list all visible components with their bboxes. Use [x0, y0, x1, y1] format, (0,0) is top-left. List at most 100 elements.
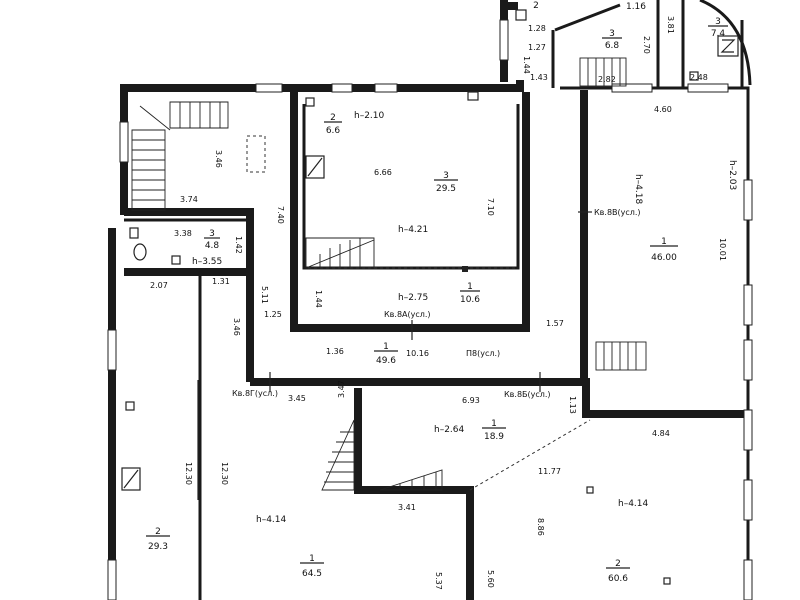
room-1-area-mid: 10.6: [460, 295, 480, 305]
dimension-label: 2.48: [690, 73, 708, 82]
height-label: h–4.14: [256, 515, 287, 525]
wall-central-block: [290, 92, 530, 332]
room-labels: 2 1.16 3 6.8 3 7.4 2 6.6 3 29.5 3 4.8 1 …: [146, 1, 728, 584]
room-3-number-a: 3: [609, 29, 615, 39]
dimension-label: 1.44: [522, 56, 531, 74]
dimension-label: 10.01: [718, 238, 727, 261]
height-label: h–2.75: [398, 293, 428, 303]
height-label: h–4.14: [618, 499, 649, 509]
unit-label-kv8b: Кв.8Б(усл.): [504, 390, 551, 399]
window-15: [499, 19, 509, 61]
window-5: [107, 329, 117, 371]
window-13: [611, 83, 653, 93]
room-2-number-a: 2: [330, 113, 336, 123]
stair-top-tower: [579, 57, 627, 87]
height-label: h–4.18: [633, 174, 643, 205]
window-2: [331, 83, 353, 93]
room-2-area-a: 6.6: [326, 126, 341, 136]
dimension-label: 1.36: [326, 347, 344, 356]
height-label: h–4.21: [398, 225, 428, 235]
room-1-number-hall: 1: [383, 342, 389, 352]
dimension-label: 5.11: [260, 286, 269, 304]
dimension-label: 4.84: [652, 429, 670, 438]
room-top-dim: 1.16: [626, 2, 646, 12]
dimension-label: 2.07: [150, 281, 168, 290]
sink: [129, 227, 139, 239]
room-1-area-center: 18.9: [484, 432, 504, 442]
height-labels: h–2.10 h–4.21 h–4.18 h–2.03 h–3.55 h–2.7…: [192, 111, 737, 525]
wall-hall-bottom-right: [354, 378, 748, 418]
dimension-label: 3.74: [180, 195, 198, 204]
dimension-label: 2.82: [598, 75, 616, 84]
dimension-label: 1.57: [546, 319, 564, 328]
electric-panel-2: [121, 467, 141, 491]
room-2-area-left: 29.3: [148, 542, 168, 552]
dashed-line-diag: [469, 419, 591, 491]
dimension-label: 1.25: [264, 310, 282, 319]
wall-tower-inner: [551, 0, 744, 88]
dimension-label: 6.66: [374, 168, 392, 177]
unit-label-kv8v: Кв.8В(усл.): [594, 208, 641, 217]
window-10: [743, 409, 753, 451]
unit-label-kv8g: Кв.8Г(усл.): [232, 389, 278, 398]
room-wc-area: 4.8: [205, 241, 220, 251]
wall-left-stair-right: [124, 208, 254, 382]
window-7: [743, 179, 753, 221]
height-label: h–2.10: [354, 111, 385, 121]
dimension-label: 5.37: [434, 572, 443, 590]
dimension-label: 3.41: [398, 503, 416, 512]
dimension-label: 1.42: [234, 236, 243, 254]
dimension-label: 5.60: [486, 570, 495, 588]
dimension-label: 1.44: [314, 290, 323, 308]
stair-central: [305, 237, 375, 269]
stair-triangle-left: [321, 419, 355, 491]
dimension-label: 6.93: [462, 396, 480, 405]
height-label: h–2.03: [727, 160, 737, 190]
vent-box-4: [586, 486, 594, 494]
room-3-area-c: 29.5: [436, 184, 456, 194]
socket-plus-2: [171, 255, 181, 265]
room-3-number-b: 3: [715, 17, 721, 27]
room-2-number-left: 2: [155, 527, 161, 537]
panel-z-top: [717, 35, 739, 57]
dimension-label: 1.28: [528, 24, 546, 33]
column-marker: [462, 266, 468, 272]
room-3-number-c: 3: [443, 171, 449, 181]
unit-label-kv8a: Кв.8А(усл.): [384, 310, 431, 319]
stair-right: [595, 341, 647, 371]
dimension-labels: 1.28 1.27 1.44 1.43 2.82 2.48 3.81 2.70 …: [150, 16, 727, 590]
dimension-label: 12.30: [220, 462, 229, 485]
window-4: [119, 121, 129, 163]
wall-top-left: [120, 80, 524, 92]
unit-label-p8: П8(усл.): [466, 349, 500, 358]
stair-triangle-center: [379, 469, 443, 491]
dimension-label: 12.30: [184, 462, 193, 485]
vent-box-5: [663, 577, 671, 585]
vent-box-3: [689, 71, 699, 81]
vent-box-1: [467, 91, 479, 101]
toilet: [133, 243, 147, 261]
dimension-label: 3.46: [232, 318, 241, 336]
dimension-label: 3.81: [666, 16, 675, 34]
interior-walls: [124, 90, 748, 600]
window-12: [743, 559, 753, 600]
dimension-label: 7.40: [276, 206, 285, 224]
room-1-number-mid: 1: [467, 282, 473, 292]
dimension-label: 11.77: [538, 467, 561, 476]
room-wc-number: 3: [209, 229, 215, 239]
vent-box-2: [515, 9, 527, 21]
window-11: [743, 479, 753, 521]
room-1-area-right: 46.00: [651, 253, 677, 263]
unit-labels: Кв.8В(усл.) Кв.8А(усл.) П8(усл.) Кв.8Г(у…: [232, 208, 641, 399]
windows: [107, 19, 753, 600]
window-8: [743, 284, 753, 326]
room-1-area-hall: 49.6: [376, 356, 396, 366]
height-label: h–3.55: [192, 257, 222, 267]
room-1-number-right: 1: [661, 237, 667, 247]
stairs: [131, 57, 647, 491]
stair-top-left: [131, 101, 229, 211]
room-3-area-b: 7.4: [711, 29, 726, 39]
socket-plus-1: [305, 97, 315, 107]
dimension-label: 1.27: [528, 43, 546, 52]
